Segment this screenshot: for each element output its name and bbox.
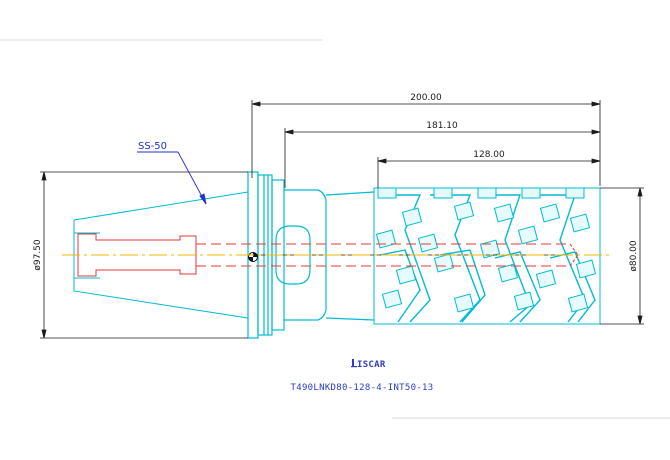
brand-logo-text: ISCAR: [357, 360, 386, 370]
dimension-lines: [40, 100, 644, 339]
dim-cutting-diameter: ø80.00: [629, 240, 639, 272]
shank-callout: SS-50: [138, 141, 167, 152]
dim-body-length: 181.10: [426, 121, 458, 131]
dim-cutting-length: 128.00: [473, 150, 505, 160]
callout-leader: [137, 151, 207, 205]
sheet-border: [0, 39, 670, 419]
gauge-point-icon: [248, 252, 258, 262]
dim-flange-diameter: ø97.50: [33, 239, 43, 271]
brand-logo: ISCAR: [351, 359, 386, 370]
dim-overall-length: 200.00: [410, 93, 442, 103]
insert-pattern: [375, 187, 597, 313]
model-code: T490LNKD80-128-4-INT50-13: [291, 383, 434, 393]
